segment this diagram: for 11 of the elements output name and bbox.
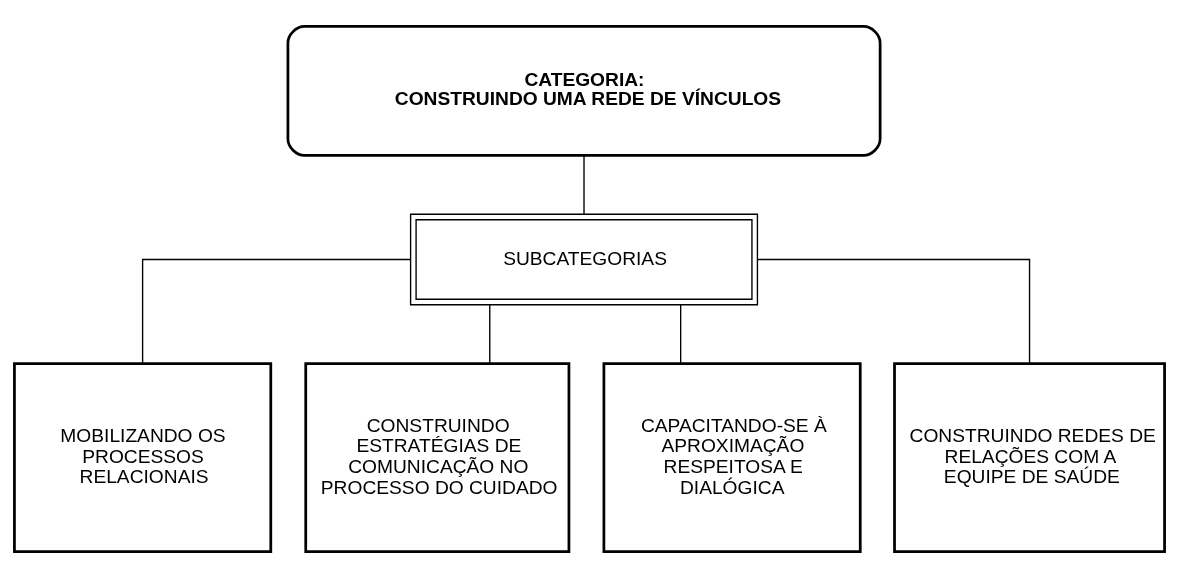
connector (583, 154, 585, 215)
node-box: CONSTRUINDO REDES DE RELAÇÕES COM A EQUIPE DE SAÚDE (893, 362, 1166, 553)
node-box: CONSTRUINDO ESTRATÉGIAS DE COMUNICAÇÃO NO PROCESSO DO CUIDADO (304, 362, 571, 553)
connector (679, 304, 682, 365)
node-box: MOBILIZANDO OS PROCESSOS RELACIONAIS (13, 362, 273, 553)
node-box: CATEGORIA: CONSTRUINDO UMA REDE DE VÍNCULOS (286, 25, 882, 157)
connector (756, 258, 1031, 364)
node-box: CAPACITANDO-SE À APROXIMAÇÃO RESPEITOSA E DIALÓGICA (602, 362, 862, 553)
connector (489, 304, 491, 365)
connector (141, 258, 411, 364)
node-box: SUBCATEGORIAS (409, 213, 759, 306)
